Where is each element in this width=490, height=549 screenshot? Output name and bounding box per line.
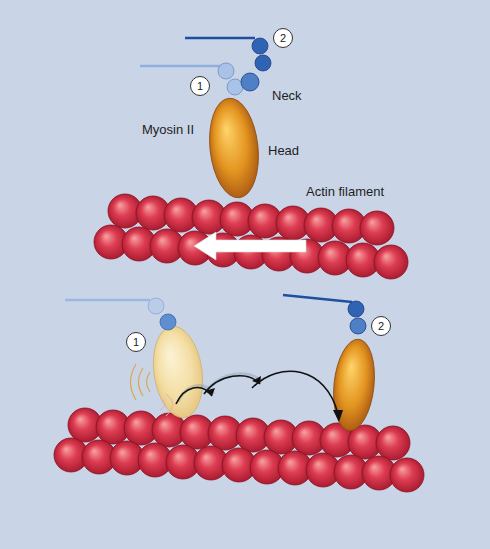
neck-bead bbox=[241, 73, 259, 91]
callout-circle: 1 bbox=[126, 332, 146, 352]
neck-bead bbox=[252, 38, 268, 54]
callout-circle: 2 bbox=[371, 316, 391, 336]
tail-light bbox=[140, 65, 222, 68]
callout-number: 2 bbox=[280, 33, 286, 44]
tail-dark bbox=[283, 295, 352, 302]
callout-number: 2 bbox=[378, 321, 384, 332]
neck-bead bbox=[348, 301, 364, 317]
neck-bead bbox=[148, 298, 164, 314]
actin-bead bbox=[390, 458, 424, 492]
tail-light bbox=[65, 299, 150, 302]
actin-bead bbox=[374, 245, 408, 279]
callout-number: 1 bbox=[133, 337, 139, 348]
callout-number: 1 bbox=[197, 81, 203, 92]
arrowhead bbox=[333, 410, 343, 422]
myosin-bound bbox=[283, 295, 379, 433]
step-arrow bbox=[252, 371, 338, 414]
myosin-head bbox=[329, 337, 378, 433]
step-arrow bbox=[204, 376, 260, 394]
vibration-marks bbox=[131, 364, 151, 400]
callout-circle: 1 bbox=[190, 76, 210, 96]
myosin-detached bbox=[65, 298, 208, 421]
myosin-head bbox=[148, 323, 208, 421]
callout-circle: 2 bbox=[273, 28, 293, 48]
neck-bead bbox=[160, 314, 176, 330]
actin-bead bbox=[360, 211, 394, 245]
neck-bead bbox=[227, 79, 243, 95]
part-label: Head bbox=[268, 143, 299, 159]
stepping-arrows bbox=[176, 371, 343, 422]
tail-dark bbox=[185, 37, 255, 40]
neck-bead bbox=[255, 55, 271, 71]
myosin-head bbox=[205, 96, 263, 200]
part-label: Actin filament bbox=[306, 184, 384, 200]
part-label: Myosin II bbox=[142, 122, 194, 138]
neck-bead bbox=[350, 318, 366, 334]
actin-filament bbox=[54, 408, 424, 492]
arrowhead bbox=[252, 376, 261, 384]
vibration-marks bbox=[160, 394, 173, 416]
actin-filament bbox=[94, 194, 408, 279]
neck-bead bbox=[218, 63, 234, 79]
part-label: Neck bbox=[272, 88, 302, 104]
direction-arrow bbox=[194, 232, 306, 260]
myosin-top bbox=[140, 38, 271, 200]
actin-bead bbox=[376, 426, 410, 460]
